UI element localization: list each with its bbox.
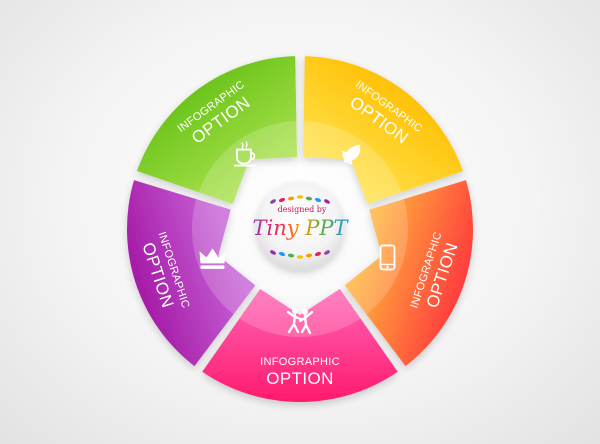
- segment-pink: [202, 288, 398, 402]
- segment-yellow: [303, 56, 463, 204]
- center-badge: designed by Tiny PPT: [252, 182, 350, 270]
- coffee-cup-icon: [233, 141, 256, 167]
- segment-inner-band: [344, 199, 408, 315]
- dancing-people-icon: [286, 308, 314, 335]
- segment-purple: [126, 180, 256, 367]
- laurel-wreath-icon: [270, 195, 330, 259]
- segment-orange: [344, 180, 473, 367]
- segment-inner-band: [303, 121, 402, 204]
- segment-shape: [303, 56, 463, 204]
- smartphone-icon: [379, 244, 396, 271]
- center-circle: [256, 182, 344, 270]
- brand-logo-text: Tiny PPT: [252, 216, 349, 240]
- segment-inner-band: [239, 288, 361, 337]
- segment-shape: [137, 56, 297, 204]
- segment-inner-band: [191, 199, 256, 315]
- crown-icon: [199, 248, 226, 269]
- leaf-icon: [342, 144, 361, 165]
- designed-by-text: designed by: [278, 205, 327, 214]
- label-big: OPTION: [266, 369, 334, 388]
- label-small: INFOGRAPHIC: [260, 356, 340, 368]
